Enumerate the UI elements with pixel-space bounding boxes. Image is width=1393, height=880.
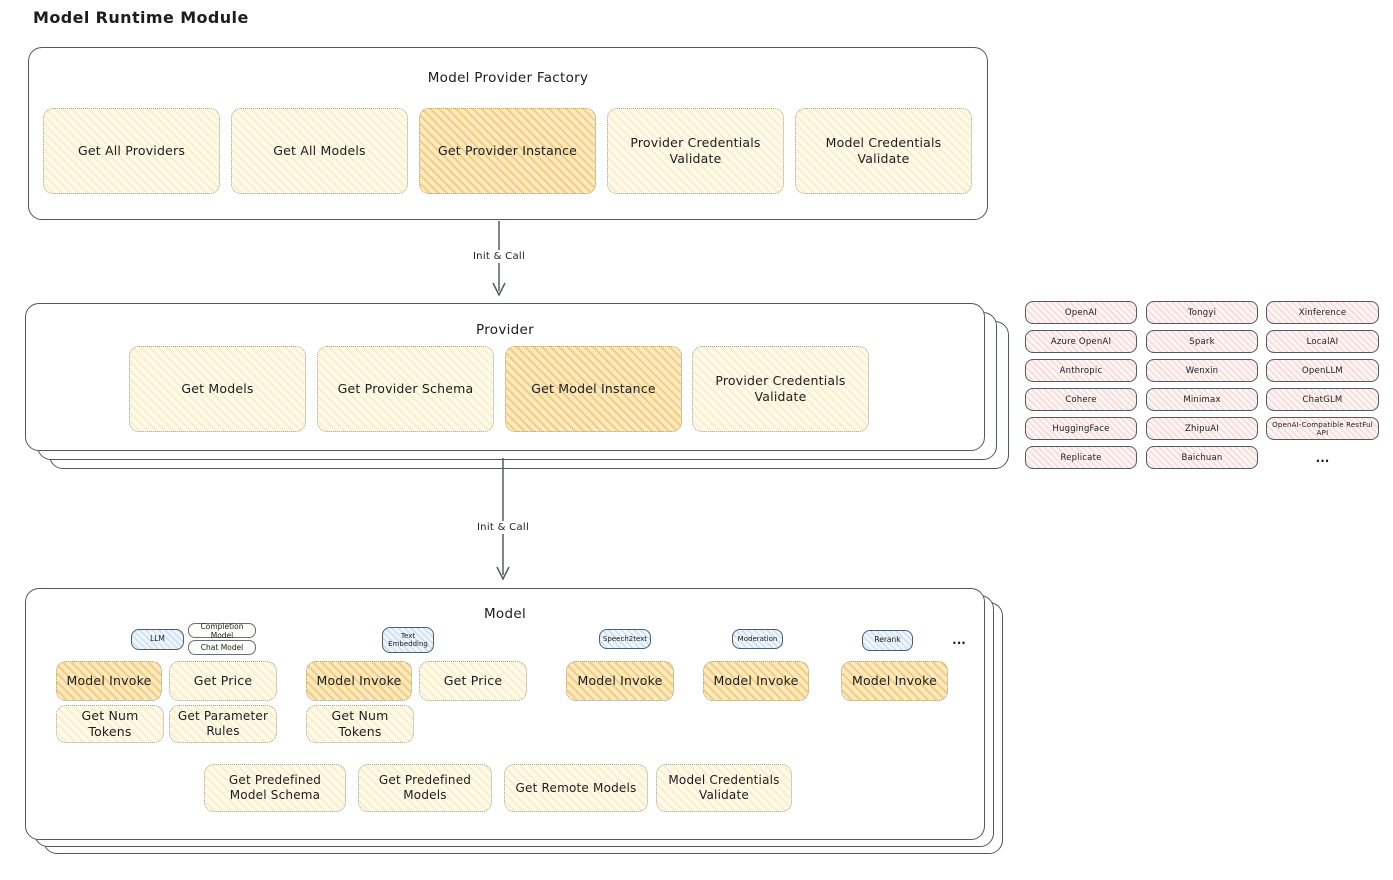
node-get-models: Get Models	[129, 346, 306, 432]
provider-chip-minimax: Minimax	[1146, 388, 1258, 411]
provider-chip-anthropic: Anthropic	[1025, 359, 1137, 382]
provider-grid-ellipsis: ...	[1315, 450, 1330, 465]
tag-speech2text: Speech2text	[599, 629, 651, 649]
model-tags-ellipsis: ...	[952, 632, 966, 647]
provider-chip-zhipuai: ZhipuAI	[1146, 417, 1258, 440]
provider-chip-cohere: Cohere	[1025, 388, 1137, 411]
provider-chip-huggingface: HuggingFace	[1025, 417, 1137, 440]
node-get-model-instance: Get Model Instance	[505, 346, 682, 432]
provider-chip-wenxin: Wenxin	[1146, 359, 1258, 382]
model-box: Model LLM Completion Model Chat Model Te…	[25, 588, 985, 840]
provider-chip-localai: LocalAI	[1266, 330, 1379, 353]
provider-chip-openai: OpenAI	[1025, 301, 1137, 324]
node-get-price-llm: Get Price	[169, 661, 277, 701]
provider-chip-replicate: Replicate	[1025, 446, 1137, 469]
model-title: Model	[483, 606, 527, 622]
node-get-all-models: Get All Models	[231, 108, 408, 194]
provider-chip-baichuan: Baichuan	[1146, 446, 1258, 469]
node-get-remote-models: Get Remote Models	[504, 764, 648, 812]
init-call-label-top: Init & Call	[459, 250, 539, 263]
node-provider-credentials-validate-factory: Provider Credentials Validate	[607, 108, 784, 194]
provider-title: Provider	[476, 322, 534, 338]
node-get-provider-instance: Get Provider Instance	[419, 108, 596, 194]
node-get-all-providers: Get All Providers	[43, 108, 220, 194]
tag-rerank: Rerank	[862, 630, 913, 651]
tag-moderation: Moderation	[732, 629, 783, 649]
page-title: Model Runtime Module	[33, 8, 249, 27]
provider-chip-xinference: Xinference	[1266, 301, 1379, 324]
tag-chat-model: Chat Model	[188, 640, 256, 655]
tag-text-embedding: Text Embedding	[382, 627, 434, 653]
provider-chip-spark: Spark	[1146, 330, 1258, 353]
provider-chip-azure-openai: Azure OpenAI	[1025, 330, 1137, 353]
tag-llm: LLM	[131, 629, 184, 650]
node-get-predefined-model-schema: Get Predefined Model Schema	[204, 764, 346, 812]
model-provider-factory-box: Model Provider Factory Get All Providers…	[28, 47, 988, 220]
node-provider-credentials-validate-provider: Provider Credentials Validate	[692, 346, 869, 432]
init-call-arrow-bottom	[496, 458, 510, 581]
provider-chip-openllm: OpenLLM	[1266, 359, 1379, 382]
node-get-num-tokens-embedding: Get Num Tokens	[306, 705, 414, 743]
provider-chip-tongyi: Tongyi	[1146, 301, 1258, 324]
node-get-predefined-models: Get Predefined Models	[358, 764, 492, 812]
provider-box: Provider Get Models Get Provider Schema …	[25, 303, 985, 451]
provider-chip-chatglm: ChatGLM	[1266, 388, 1379, 411]
tag-completion-model: Completion Model	[188, 622, 256, 640]
node-model-invoke-moderation: Model Invoke	[703, 661, 809, 701]
node-model-invoke-embedding: Model Invoke	[306, 661, 412, 701]
node-model-invoke-speech2text: Model Invoke	[566, 661, 674, 701]
node-get-provider-schema: Get Provider Schema	[317, 346, 494, 432]
node-model-credentials-validate-factory: Model Credentials Validate	[795, 108, 972, 194]
node-model-invoke-rerank: Model Invoke	[841, 661, 948, 701]
init-call-label-bottom: Init & Call	[463, 521, 543, 534]
node-model-credentials-validate-model: Model Credentials Validate	[656, 764, 792, 812]
factory-title: Model Provider Factory	[427, 70, 589, 86]
node-get-num-tokens-llm: Get Num Tokens	[56, 705, 164, 743]
node-get-parameter-rules: Get Parameter Rules	[169, 705, 277, 743]
provider-chip-openai-compatible: OpenAI-Compatible RestFul API	[1266, 417, 1379, 440]
node-model-invoke-llm: Model Invoke	[56, 661, 162, 701]
node-get-price-embedding: Get Price	[419, 661, 527, 701]
